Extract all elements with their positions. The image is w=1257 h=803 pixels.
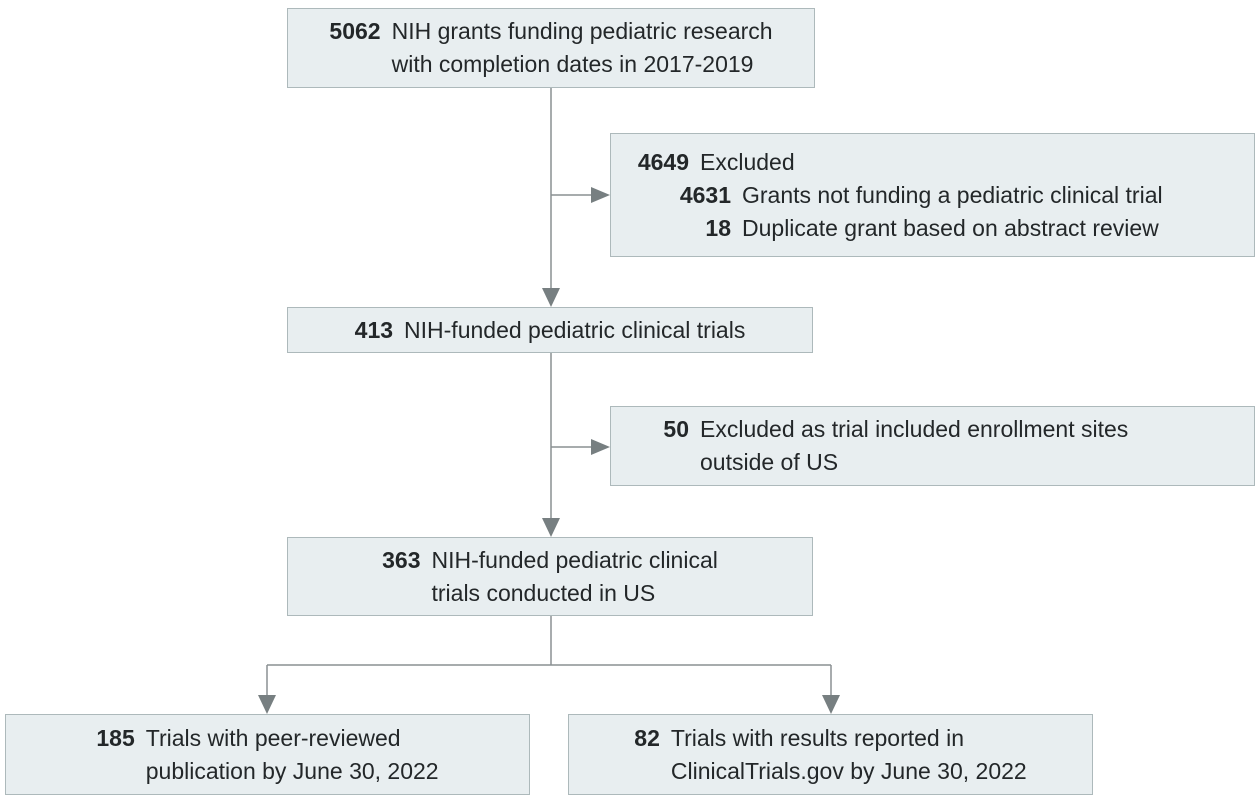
exclusion-total-row: 4649 Excluded	[631, 146, 1163, 179]
box-text-line: Trials with results reported in	[670, 724, 965, 751]
box-text-line: with completion dates in 2017-2019	[391, 51, 754, 77]
box-published-trials: 185 Trials with peer-reviewed publicatio…	[5, 714, 530, 795]
box-excluded-sites: 50 Excluded as trial included enrollment…	[610, 406, 1255, 486]
arrowhead-into-ustrials	[542, 518, 560, 537]
box-excluded-grants: 4649 Excluded 4631 Grants not funding a …	[610, 133, 1255, 257]
box-text: NIH-funded pediatric clinical trials con…	[432, 544, 718, 610]
box-text: Excluded as trial included enrollment si…	[700, 413, 1128, 479]
count-value: 185	[96, 724, 135, 751]
box-text-line: outside of US	[700, 449, 839, 475]
box-text: NIH-funded pediatric clinical trials	[404, 314, 745, 347]
box-ctgov-results: 82 Trials with results reported in Clini…	[568, 714, 1093, 795]
count-value: 4649	[637, 148, 689, 175]
box-text-line: Grants not funding a pediatric clinical …	[742, 181, 1163, 208]
box-content: 50 Excluded as trial included enrollment…	[631, 413, 1128, 479]
arrowhead-into-published	[258, 695, 276, 714]
arrowhead-into-excluded-sites	[591, 439, 610, 455]
box-content: 363 NIH-funded pediatric clinical trials…	[382, 544, 718, 610]
box-text: Trials with peer-reviewed publication by…	[146, 722, 439, 788]
count-value: 50	[663, 416, 689, 442]
box-text-line: NIH grants funding pediatric research	[391, 18, 773, 44]
box-text-line: NIH-funded pediatric clinical trials	[404, 316, 746, 343]
count-value: 18	[705, 214, 731, 241]
box-text-line: Excluded as trial included enrollment si…	[700, 416, 1129, 442]
box-content: 185 Trials with peer-reviewed publicatio…	[96, 722, 438, 788]
box-text: NIH grants funding pediatric research wi…	[392, 15, 773, 81]
count-value: 4631	[679, 181, 731, 208]
box-content: 5062 NIH grants funding pediatric resear…	[329, 15, 772, 81]
box-text-line: ClinicalTrials.gov by June 30, 2022	[670, 757, 1027, 784]
box-text-line: Duplicate grant based on abstract review	[742, 214, 1159, 241]
count-value: 363	[382, 546, 421, 573]
count-value: 5062	[329, 18, 381, 44]
box-text: Trials with results reported in Clinical…	[671, 722, 1027, 788]
box-content: 413 NIH-funded pediatric clinical trials	[355, 314, 746, 347]
box-pediatric-trials: 413 NIH-funded pediatric clinical trials	[287, 307, 813, 353]
box-text-line: publication by June 30, 2022	[145, 757, 439, 784]
arrowhead-into-ctgov	[822, 695, 840, 714]
count-value: 82	[634, 724, 660, 751]
arrowhead-into-excluded-grants	[591, 187, 610, 203]
arrowhead-into-trials	[542, 288, 560, 307]
box-content: 82 Trials with results reported in Clini…	[634, 722, 1026, 788]
box-content: 4649 Excluded 4631 Grants not funding a …	[631, 146, 1163, 245]
exclusion-reason-row: 4631 Grants not funding a pediatric clin…	[631, 179, 1163, 212]
box-text-line: Excluded	[700, 148, 795, 175]
count-value: 413	[354, 316, 394, 343]
box-text-line: NIH-funded pediatric clinical	[431, 546, 718, 573]
box-nih-grants: 5062 NIH grants funding pediatric resear…	[287, 8, 815, 88]
box-text-line: trials conducted in US	[431, 579, 656, 606]
box-text-line: Trials with peer-reviewed	[145, 724, 401, 751]
exclusion-reason-row: 18 Duplicate grant based on abstract rev…	[631, 212, 1163, 245]
box-us-trials: 363 NIH-funded pediatric clinical trials…	[287, 537, 813, 616]
